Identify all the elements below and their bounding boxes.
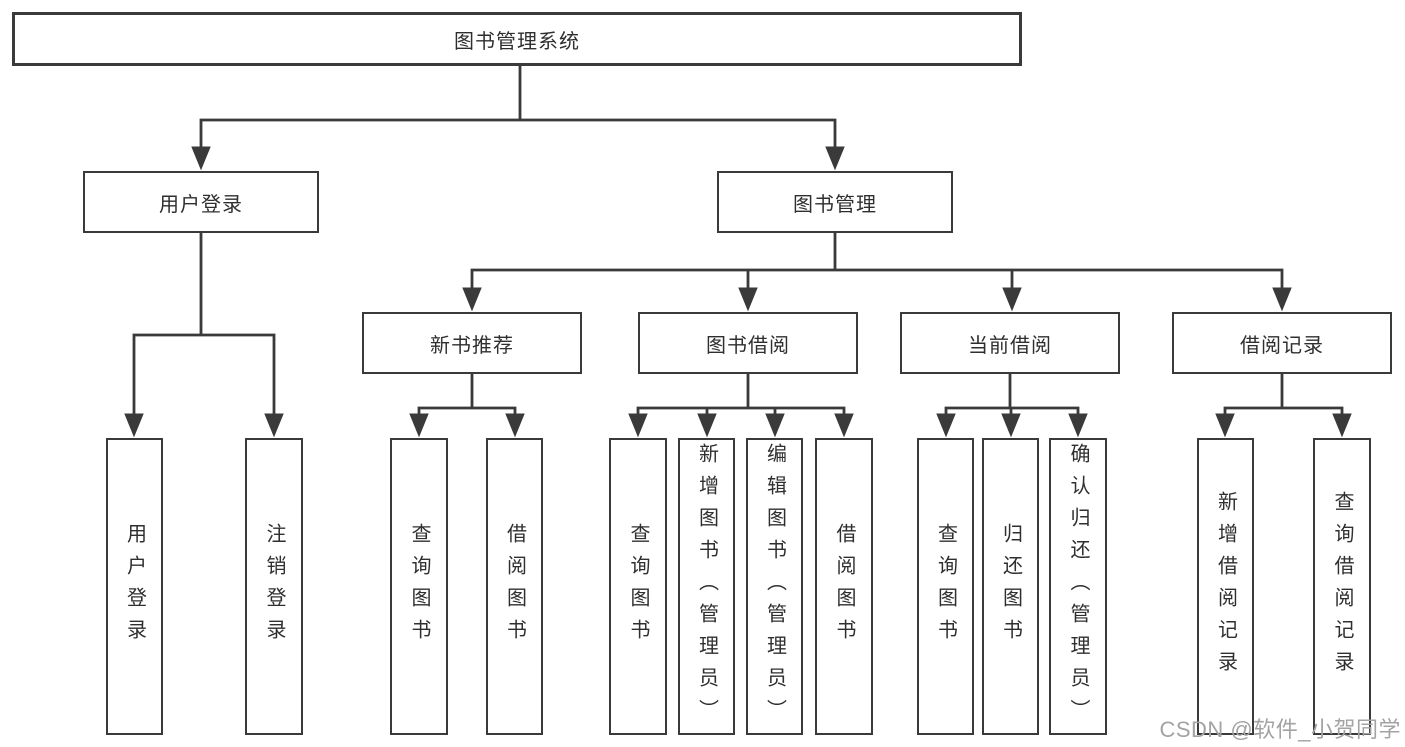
leaf-add-books-admin: 新增图书（管理员） bbox=[678, 438, 735, 735]
node-library-management-system: 图书管理系统 bbox=[12, 12, 1022, 66]
node-book-borrowing: 图书借阅 bbox=[638, 312, 858, 374]
node-user-login-branch: 用户登录 bbox=[83, 171, 319, 233]
leaf-query-borrowing-record: 查询借阅记录 bbox=[1313, 438, 1371, 735]
node-label: 归还图书 bbox=[999, 522, 1022, 651]
watermark-text: CSDN @软件_小贺同学 bbox=[1159, 717, 1401, 742]
node-label: 图书借阅 bbox=[706, 334, 790, 357]
leaf-logout: 注销登录 bbox=[245, 438, 303, 735]
node-label: 查询图书 bbox=[627, 522, 649, 651]
node-label: 查询借阅记录 bbox=[1331, 490, 1353, 683]
leaf-query-books-current: 查询图书 bbox=[917, 438, 974, 735]
node-label: 新增借阅记录 bbox=[1214, 490, 1237, 683]
node-label: 新增图书（管理员） bbox=[695, 442, 718, 731]
leaf-edit-books-admin: 编辑图书（管理员） bbox=[746, 438, 803, 735]
node-label: 借阅图书 bbox=[833, 522, 855, 651]
node-label: 编辑图书（管理员） bbox=[763, 442, 786, 731]
tree-edges bbox=[132, 64, 1344, 418]
leaf-user-login: 用户登录 bbox=[106, 438, 163, 735]
leaf-confirm-return-admin: 确认归还（管理员） bbox=[1049, 438, 1107, 735]
node-book-management: 图书管理 bbox=[717, 171, 953, 233]
node-label: 当前借阅 bbox=[968, 334, 1052, 357]
node-label: 借阅图书 bbox=[503, 522, 526, 651]
node-label: 新书推荐 bbox=[430, 334, 514, 357]
node-label: 图书管理系统 bbox=[454, 30, 580, 53]
node-label: 确认归还（管理员） bbox=[1067, 442, 1089, 731]
node-new-book-recommendation: 新书推荐 bbox=[362, 312, 582, 374]
leaf-borrow-books-recommendation: 借阅图书 bbox=[486, 438, 543, 735]
node-label: 注销登录 bbox=[263, 522, 285, 651]
node-label: 借阅记录 bbox=[1240, 334, 1324, 357]
arrowheads bbox=[124, 146, 1352, 438]
node-label: 用户登录 bbox=[123, 522, 146, 651]
leaf-return-books: 归还图书 bbox=[982, 438, 1039, 735]
node-label: 图书管理 bbox=[793, 193, 877, 216]
node-label: 用户登录 bbox=[159, 193, 243, 216]
leaf-query-books-recommendation: 查询图书 bbox=[390, 438, 448, 735]
leaf-borrow-books-borrowing: 借阅图书 bbox=[815, 438, 873, 735]
leaf-add-borrowing-record: 新增借阅记录 bbox=[1197, 438, 1254, 735]
node-current-borrowing: 当前借阅 bbox=[900, 312, 1120, 374]
node-borrowing-records: 借阅记录 bbox=[1172, 312, 1392, 374]
leaf-query-books-borrowing: 查询图书 bbox=[609, 438, 667, 735]
node-label: 查询图书 bbox=[408, 522, 430, 651]
node-label: 查询图书 bbox=[934, 522, 957, 651]
